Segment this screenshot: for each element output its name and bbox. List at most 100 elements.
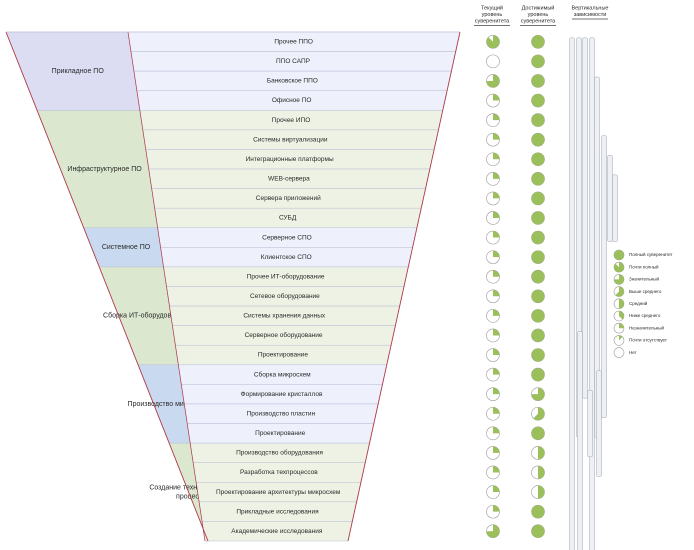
target-level-indicator <box>531 74 545 88</box>
target-level-indicator <box>531 34 545 49</box>
legend-pie-7 <box>613 261 625 273</box>
current-level-indicator <box>486 328 500 343</box>
current-level-indicator <box>486 250 500 264</box>
current-level-indicator <box>486 485 500 499</box>
legend-pie-1 <box>613 335 625 346</box>
target-level-indicator <box>531 191 545 206</box>
pie-fill <box>531 387 545 401</box>
current-level-indicator <box>486 406 500 421</box>
row-label: Серверное оборудование <box>245 331 323 339</box>
row-label: Проектирование архитектуры микросхем <box>216 489 341 496</box>
row-label: Банковское ППО <box>267 78 318 85</box>
current-level-indicator <box>486 113 500 127</box>
target-level-indicator <box>531 289 545 304</box>
current-level-indicator <box>486 191 500 206</box>
target-level-indicator <box>531 504 545 519</box>
pie-fill <box>619 323 624 329</box>
target-level-indicator <box>531 152 545 167</box>
legend-pie-2 <box>613 322 625 334</box>
row-label: Офисное ПО <box>272 97 312 104</box>
row-label: Сетевое оборудование <box>250 292 320 300</box>
pie-fill <box>531 348 545 362</box>
pie-fill <box>493 505 500 512</box>
legend-label: Полный суверенитет <box>629 251 673 257</box>
pie-fill <box>493 309 500 316</box>
pie-fill <box>615 286 625 297</box>
target-level-indicator <box>531 211 545 225</box>
row-label: Академические исследования <box>231 528 323 535</box>
pie-fill <box>531 191 545 205</box>
pie-fill <box>486 524 500 538</box>
row-label: Производство пластин <box>247 410 316 417</box>
row-label: Сборка микросхем <box>254 370 311 378</box>
pie-fill <box>493 328 500 336</box>
target-level-indicator <box>531 348 545 362</box>
pie-fill <box>493 94 500 101</box>
current-level-indicator <box>486 446 500 460</box>
row-label: Серверное СПО <box>262 234 312 241</box>
dependency-bar <box>596 370 602 477</box>
level-indicators <box>486 34 545 539</box>
funnel-right-edge <box>347 31 461 542</box>
pie-fill <box>531 94 545 108</box>
group-label: Системное ПО <box>102 244 151 251</box>
target-level-indicator <box>531 524 545 539</box>
target-level-indicator <box>531 54 545 69</box>
pie-fill <box>531 231 545 245</box>
target-level-indicator <box>531 328 545 343</box>
current-level-indicator <box>486 54 500 69</box>
pie-fill <box>493 250 500 258</box>
pie-fill <box>619 311 624 320</box>
target-level-indicator <box>531 426 545 441</box>
legend-pie-6 <box>613 274 625 285</box>
row-label: Прочее ИПО <box>272 117 311 124</box>
current-level-indicator <box>486 504 500 519</box>
target-level-indicator <box>531 132 545 147</box>
funnel-outline <box>5 31 461 542</box>
pie-fill <box>493 485 500 493</box>
pie-fill <box>531 270 545 284</box>
group-label: процессов <box>176 493 210 500</box>
row-label: Системы виртуализации <box>253 136 328 143</box>
row-label: Прикладные исследования <box>236 508 319 515</box>
pie-fill <box>493 289 500 297</box>
group-label: Прикладное ПО <box>52 68 105 75</box>
target-level-indicator <box>531 93 545 108</box>
pie-fill <box>493 368 500 375</box>
header-target-level-line-1: уровень <box>528 12 549 18</box>
pie-fill <box>531 74 545 88</box>
row-label: Проектирование <box>258 352 308 359</box>
current-level-indicator <box>486 211 500 225</box>
legend-label: Значительный <box>629 276 660 282</box>
target-level-indicator <box>531 172 545 186</box>
target-level-indicator <box>531 446 545 460</box>
current-level-indicator <box>486 426 500 441</box>
pie-fill <box>493 426 500 434</box>
target-level-indicator <box>531 485 545 499</box>
header-current-level-line-0: Текущий <box>481 4 503 11</box>
target-level-indicator <box>531 250 545 264</box>
pie-fill <box>531 250 545 264</box>
target-level-indicator <box>531 309 545 323</box>
dependency-bar <box>607 155 613 242</box>
row-label: ППО САПР <box>276 58 310 65</box>
legend-pie-3 <box>613 310 625 322</box>
current-level-indicator <box>486 309 500 323</box>
legend-label: Выше среднего <box>629 289 662 294</box>
group-label: Инфраструктурное ПО <box>67 166 142 173</box>
current-level-indicator <box>486 74 500 88</box>
current-level-indicator <box>486 524 500 539</box>
pie-fill <box>531 35 545 49</box>
pie-fill <box>493 465 500 473</box>
pie-fill <box>493 446 500 453</box>
target-level-indicator <box>531 465 545 480</box>
column-headers: ТекущийуровеньсуверенитетаДостижимыйуров… <box>474 4 608 26</box>
header-target-level-line-2: суверенитета <box>521 18 556 24</box>
group-label: Создание технологических <box>149 484 237 491</box>
row-label: Разработка техпроцессов <box>240 468 318 476</box>
dependency-bar <box>582 37 588 399</box>
legend-label: Почти отсутствует <box>629 338 667 343</box>
pie-fill <box>486 74 500 88</box>
legend-label: Ниже среднего <box>629 313 661 318</box>
